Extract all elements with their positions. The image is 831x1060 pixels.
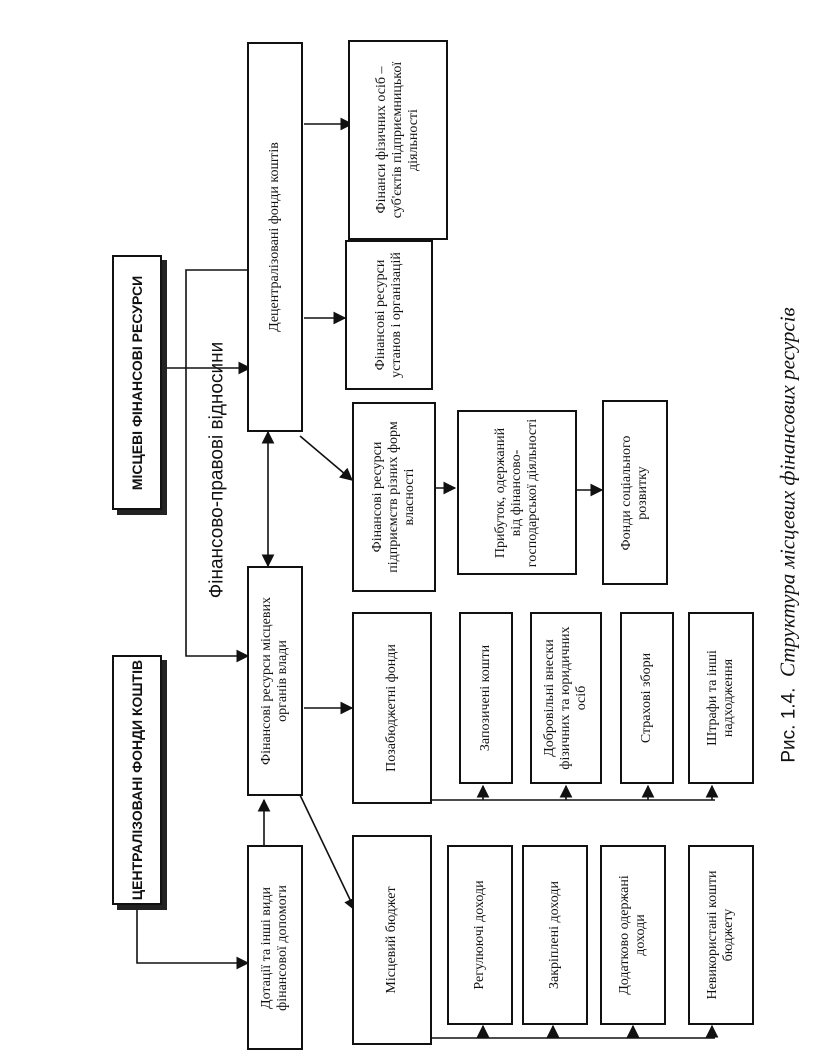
budget-item-unused: Невикористані кошти бюджету [688,845,754,1025]
decentralized-funds-label: Децентралізовані фонди коштів [266,142,282,332]
budget-item-label: Невикористані кошти бюджету [704,870,736,1000]
offbudget-item-insurance: Страхові збори [620,612,674,784]
offbudget-funds-label: Позабюджетні фонди [383,644,399,772]
authorities-label: Фінансові ресурси місцевих органів влади [258,597,290,765]
offbudget-item-donations: Добровільні внески фізичних та юридичних… [530,612,602,784]
institutions-box: Фінансові ресурси установ і організацій [345,240,433,390]
centralized-funds-box: ЦЕНТРАЛІЗОВАНІ ФОНДИ КОШТІВ [112,655,162,905]
caption-label: Рис. 1.4. [778,687,800,763]
profit-label: Прибуток, одержаний від фінансово-господ… [492,418,541,567]
budget-item-assigned: Закріплені доходи [522,845,588,1025]
local-budget-label: Місцевий бюджет [383,886,399,994]
relations-label: Фінансово-правові відносини [206,341,228,599]
budget-item-regulating: Регулюючі доходи [447,845,513,1025]
caption-title: Структура місцевих фінансових ресурсів [775,307,800,678]
budget-item-additional: Додатково одержані доходи [600,845,666,1025]
offbudget-item-label: Добровільні внески фізичних та юридичних… [541,626,590,770]
figure-caption: Рис. 1.4. Структура місцевих фінансових … [776,307,801,762]
social-funds-label: Фонди соціального розвитку [618,435,650,550]
local-budget-box: Місцевий бюджет [352,835,432,1045]
enterprises-label: Фінансові ресурси підприємств різних фор… [369,421,418,573]
centralized-funds-label: ЦЕНТРАЛІЗОВАНІ ФОНДИ КОШТІВ [128,659,145,901]
budget-item-label: Додатково одержані доходи [616,875,648,995]
subsidies-label: Дотації та інші види фінансової допомоги [258,884,290,1011]
root-label: МІСЦЕВІ ФІНАНСОВІ РЕСУРСИ [128,275,145,490]
profit-box: Прибуток, одержаний від фінансово-господ… [457,410,577,575]
budget-item-label: Закріплені доходи [546,881,562,989]
offbudget-item-label: Штрафи та інші надходження [704,650,736,746]
subsidies-box: Дотації та інші види фінансової допомоги [247,845,303,1050]
authorities-box: Фінансові ресурси місцевих органів влади [247,566,303,796]
offbudget-item-borrowed: Запозичені кошти [459,612,513,784]
social-funds-box: Фонди соціального розвитку [602,400,668,585]
budget-item-label: Регулюючі доходи [471,880,487,990]
institutions-label: Фінансові ресурси установ і організацій [372,252,404,378]
offbudget-item-label: Запозичені кошти [477,644,493,752]
individuals-label: Фінанси фізичних осіб – суб'єктів підпри… [373,61,422,219]
offbudget-funds-box: Позабюджетні фонди [352,612,432,804]
root-box: МІСЦЕВІ ФІНАНСОВІ РЕСУРСИ [112,255,162,510]
enterprises-box: Фінансові ресурси підприємств різних фор… [352,402,436,592]
decentralized-funds-box: Децентралізовані фонди коштів [247,42,303,432]
individuals-box: Фінанси фізичних осіб – суб'єктів підпри… [348,40,448,240]
offbudget-item-fines: Штрафи та інші надходження [688,612,754,784]
offbudget-item-label: Страхові збори [638,652,654,744]
